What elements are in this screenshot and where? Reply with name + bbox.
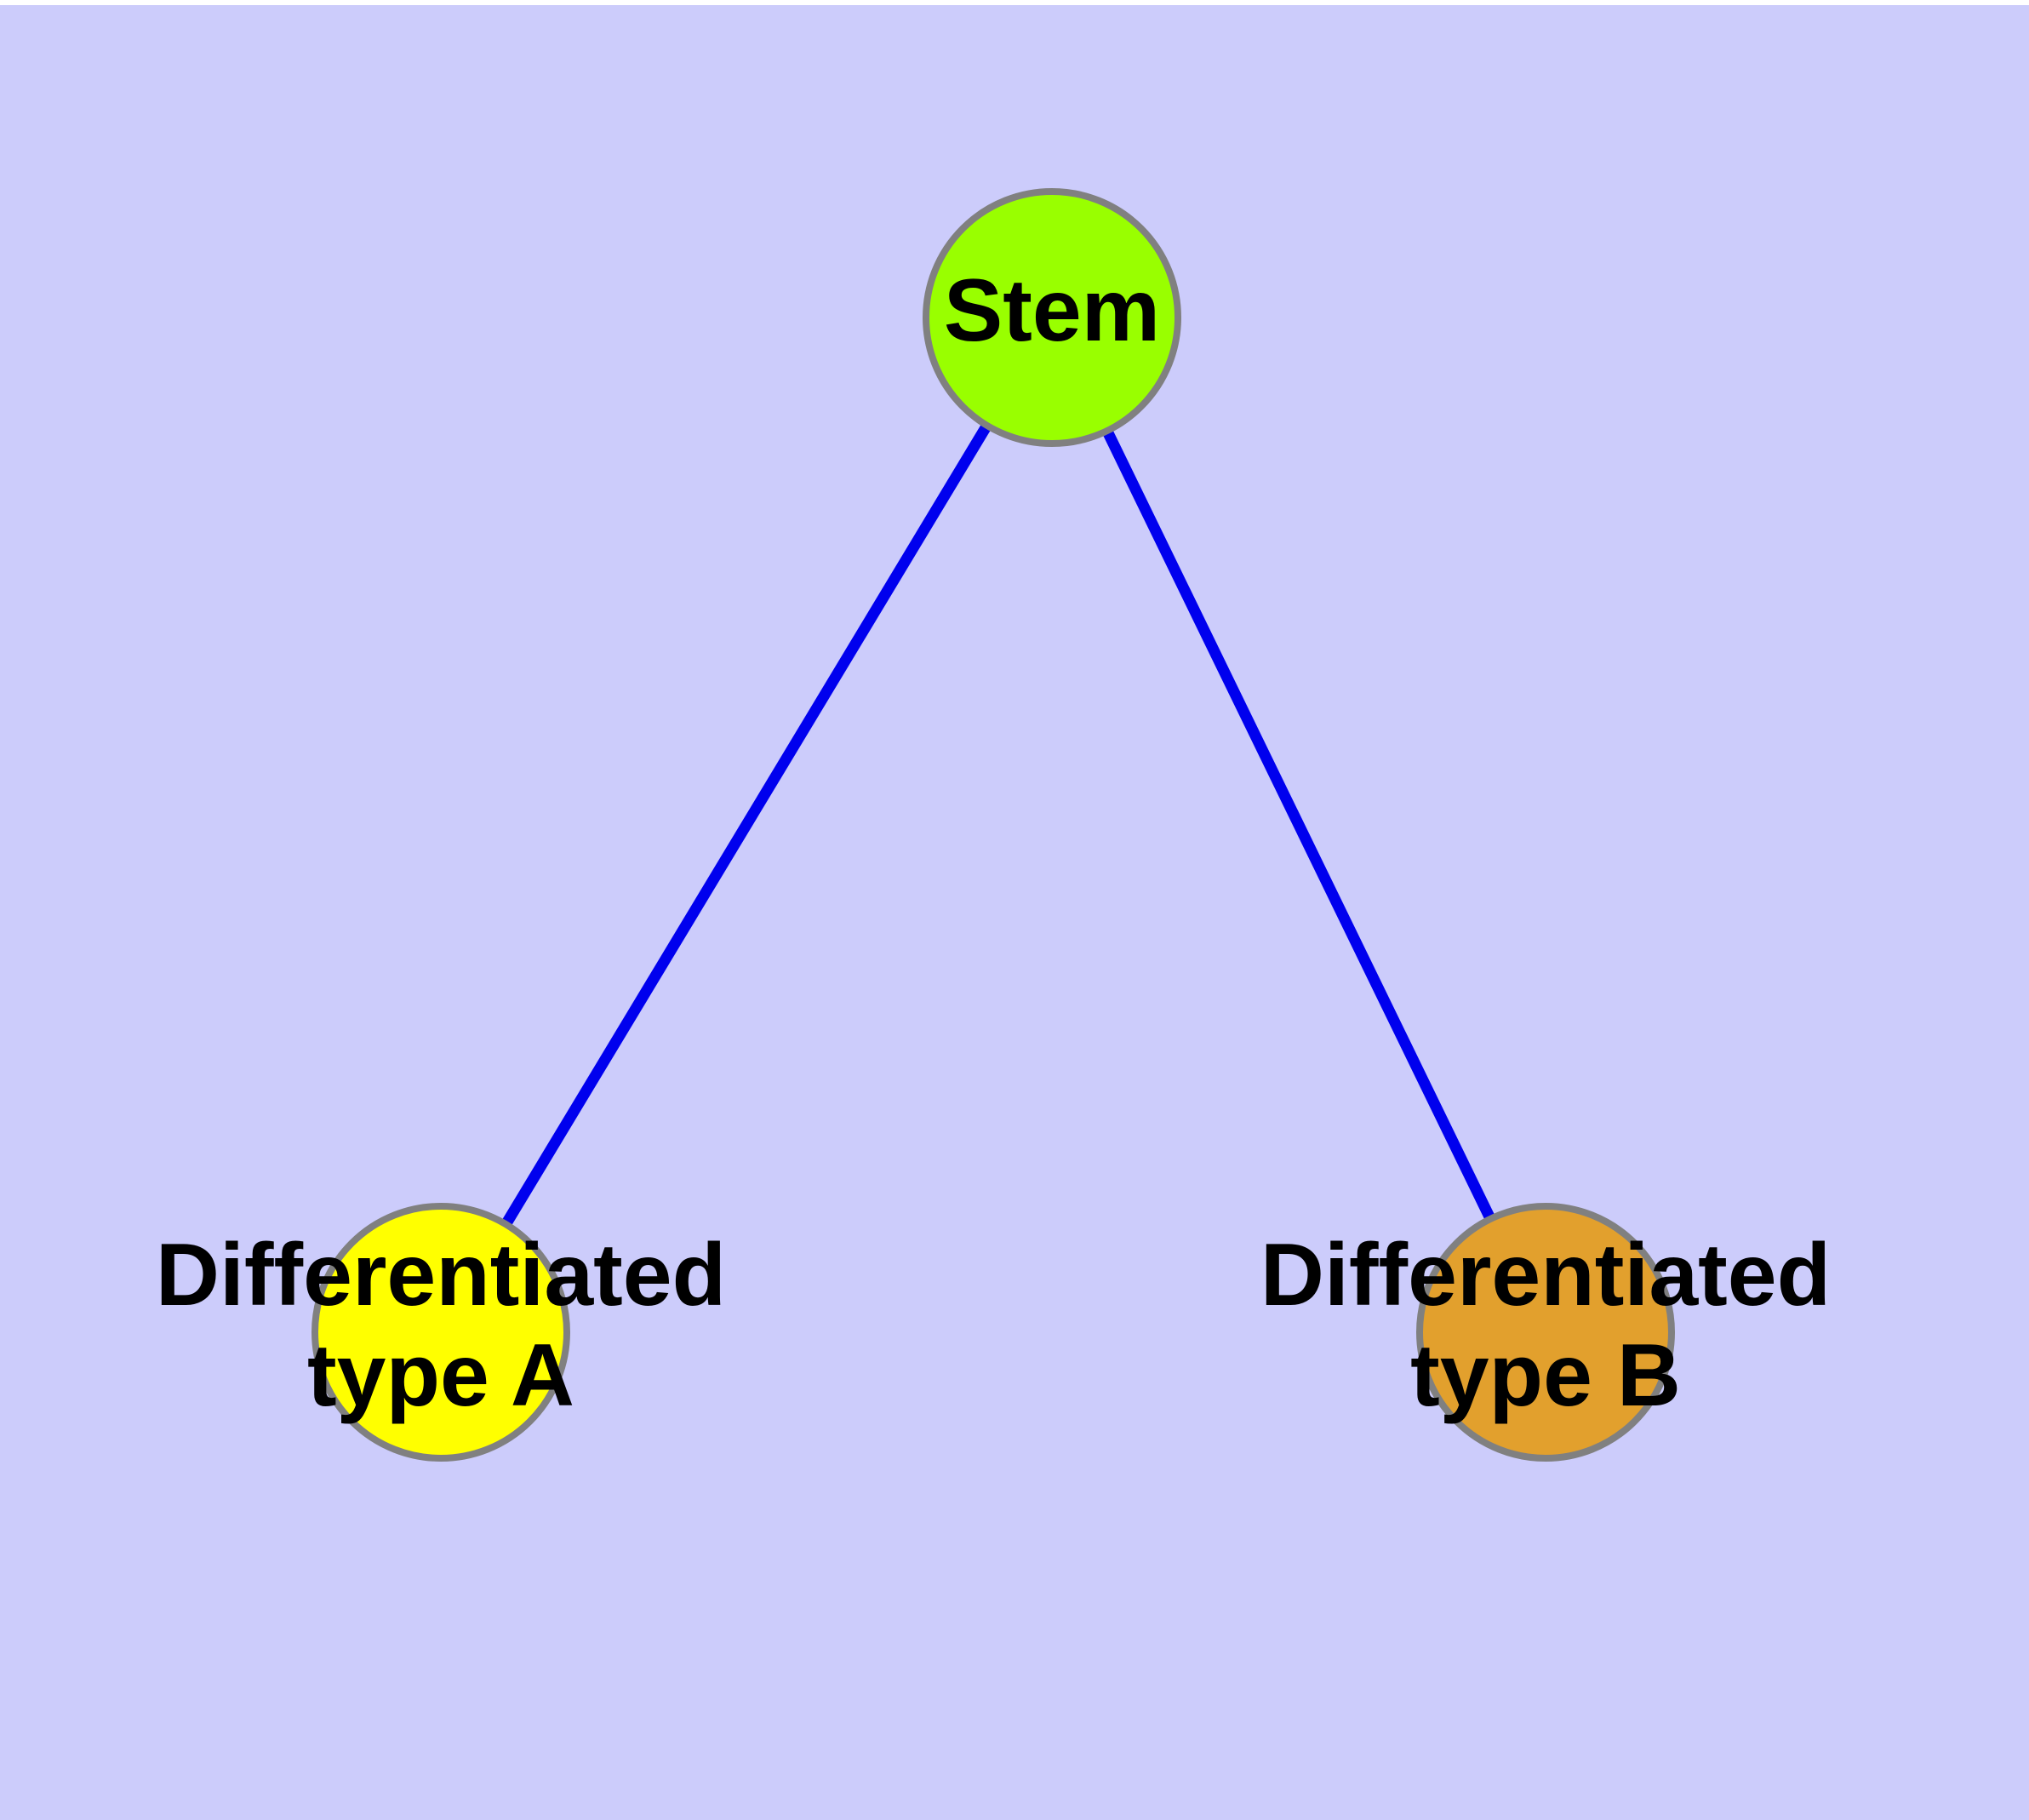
node-label-stem: Stem	[944, 261, 1160, 360]
node-diff-a[interactable]	[311, 1203, 570, 1462]
node-label-line: type B	[1410, 1326, 1681, 1425]
node-diff-b[interactable]	[1416, 1203, 1675, 1462]
node-label-line: Stem	[944, 261, 1160, 360]
node-label-line: Differentiated	[156, 1226, 726, 1325]
canvas-top-strip	[0, 0, 2029, 5]
edges-layer	[502, 424, 1495, 1226]
node-label-line: Differentiated	[1260, 1226, 1831, 1325]
node-label-line: type A	[307, 1326, 574, 1425]
edge-stem-to-diff-a	[502, 424, 991, 1226]
edge-stem-to-diff-b	[1103, 430, 1495, 1220]
nodes-layer	[311, 188, 1675, 1462]
node-stem[interactable]	[923, 188, 1181, 447]
